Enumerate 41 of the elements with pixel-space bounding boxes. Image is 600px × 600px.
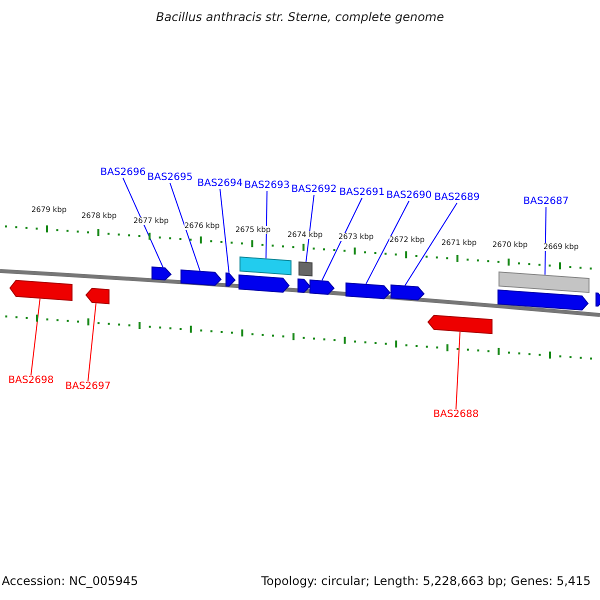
gene-label: BAS2688 bbox=[433, 409, 479, 420]
leader-line bbox=[456, 331, 460, 410]
gene-label: BAS2694 bbox=[197, 178, 243, 189]
footer-text: Accession: NC_005945 bbox=[2, 575, 138, 588]
gene-label: BAS2695 bbox=[147, 172, 193, 183]
title: Bacillus anthracis str. Sterne, complete genome bbox=[156, 11, 444, 24]
leader-line bbox=[88, 302, 96, 382]
gene-feature bbox=[498, 289, 589, 311]
gene-feature bbox=[390, 284, 425, 300]
gene-label: BAS2697 bbox=[65, 381, 111, 392]
leader-line bbox=[544, 206, 546, 276]
gene-feature bbox=[180, 269, 222, 286]
footer-text: Topology: circular; Length: 5,228,663 bp; Genes: 5,415 bbox=[261, 575, 591, 588]
gene-label: BAS2687 bbox=[523, 196, 569, 207]
leader-line bbox=[220, 188, 230, 274]
gene-block bbox=[498, 271, 590, 294]
gene-label: BAS2691 bbox=[339, 187, 385, 198]
gene-block bbox=[240, 256, 292, 276]
gene-label: BAS2696 bbox=[100, 167, 146, 178]
gene-feature bbox=[238, 274, 290, 293]
leader-line bbox=[266, 190, 268, 259]
leader-line bbox=[322, 198, 362, 281]
leader-line bbox=[404, 202, 458, 286]
gene-feature bbox=[152, 266, 172, 280]
leader-line bbox=[170, 182, 200, 272]
gene-label: BAS2690 bbox=[386, 190, 432, 201]
gene-feature bbox=[427, 314, 492, 334]
gene-feature bbox=[346, 282, 391, 300]
gene-label: BAS2693 bbox=[244, 180, 290, 191]
leader-line bbox=[122, 178, 164, 268]
leader-line bbox=[306, 194, 314, 262]
gene-block bbox=[298, 261, 312, 276]
gene-label: BAS2692 bbox=[291, 184, 337, 195]
gene-feature bbox=[596, 292, 600, 307]
leader-line bbox=[366, 200, 410, 284]
gene-feature bbox=[85, 288, 110, 304]
gene-label: BAS2698 bbox=[8, 375, 54, 386]
leader-line bbox=[30, 298, 40, 376]
gene-feature bbox=[226, 272, 236, 287]
gene-feature bbox=[9, 280, 72, 302]
gene-label: BAS2689 bbox=[434, 192, 480, 203]
